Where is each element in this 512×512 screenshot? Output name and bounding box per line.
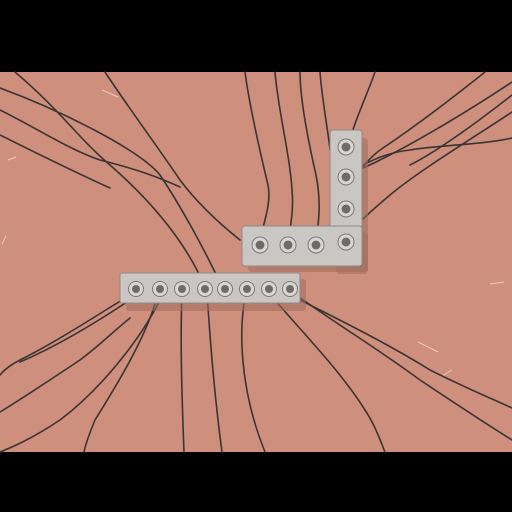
terminal[interactable] — [337, 138, 355, 156]
wire[interactable] — [19, 299, 131, 363]
wire[interactable] — [0, 87, 223, 288]
terminal[interactable] — [307, 236, 325, 254]
wire[interactable] — [14, 71, 206, 288]
bottom-letterbox — [0, 452, 512, 512]
wire[interactable] — [0, 134, 111, 189]
wire[interactable] — [354, 137, 512, 171]
terminal[interactable] — [337, 233, 355, 251]
terminal[interactable] — [337, 200, 355, 218]
wire[interactable] — [299, 299, 512, 409]
terminal[interactable] — [337, 168, 355, 186]
surface-specks — [1, 89, 505, 377]
connector-strips — [119, 129, 368, 311]
wire[interactable] — [244, 71, 270, 244]
terminal[interactable] — [261, 281, 277, 297]
terminal[interactable] — [197, 281, 213, 297]
wire[interactable] — [409, 94, 512, 166]
wire[interactable] — [299, 71, 320, 244]
wire[interactable] — [267, 291, 386, 453]
terminal[interactable] — [128, 281, 144, 297]
wire[interactable] — [0, 299, 161, 453]
l-connector-strip-horizontal — [241, 225, 363, 267]
terminal[interactable] — [217, 281, 233, 297]
terminals — [128, 138, 355, 297]
wire[interactable] — [0, 317, 131, 413]
wire[interactable] — [291, 291, 512, 441]
wire[interactable] — [0, 109, 181, 188]
terminal[interactable] — [279, 236, 297, 254]
terminal[interactable] — [239, 281, 255, 297]
terminal[interactable] — [174, 281, 190, 297]
terminal[interactable] — [251, 236, 269, 254]
top-letterbox — [0, 0, 512, 72]
wire[interactable] — [104, 71, 241, 241]
terminal[interactable] — [282, 281, 298, 297]
terminal[interactable] — [152, 281, 168, 297]
wire[interactable] — [0, 291, 136, 376]
wire[interactable] — [319, 71, 331, 151]
